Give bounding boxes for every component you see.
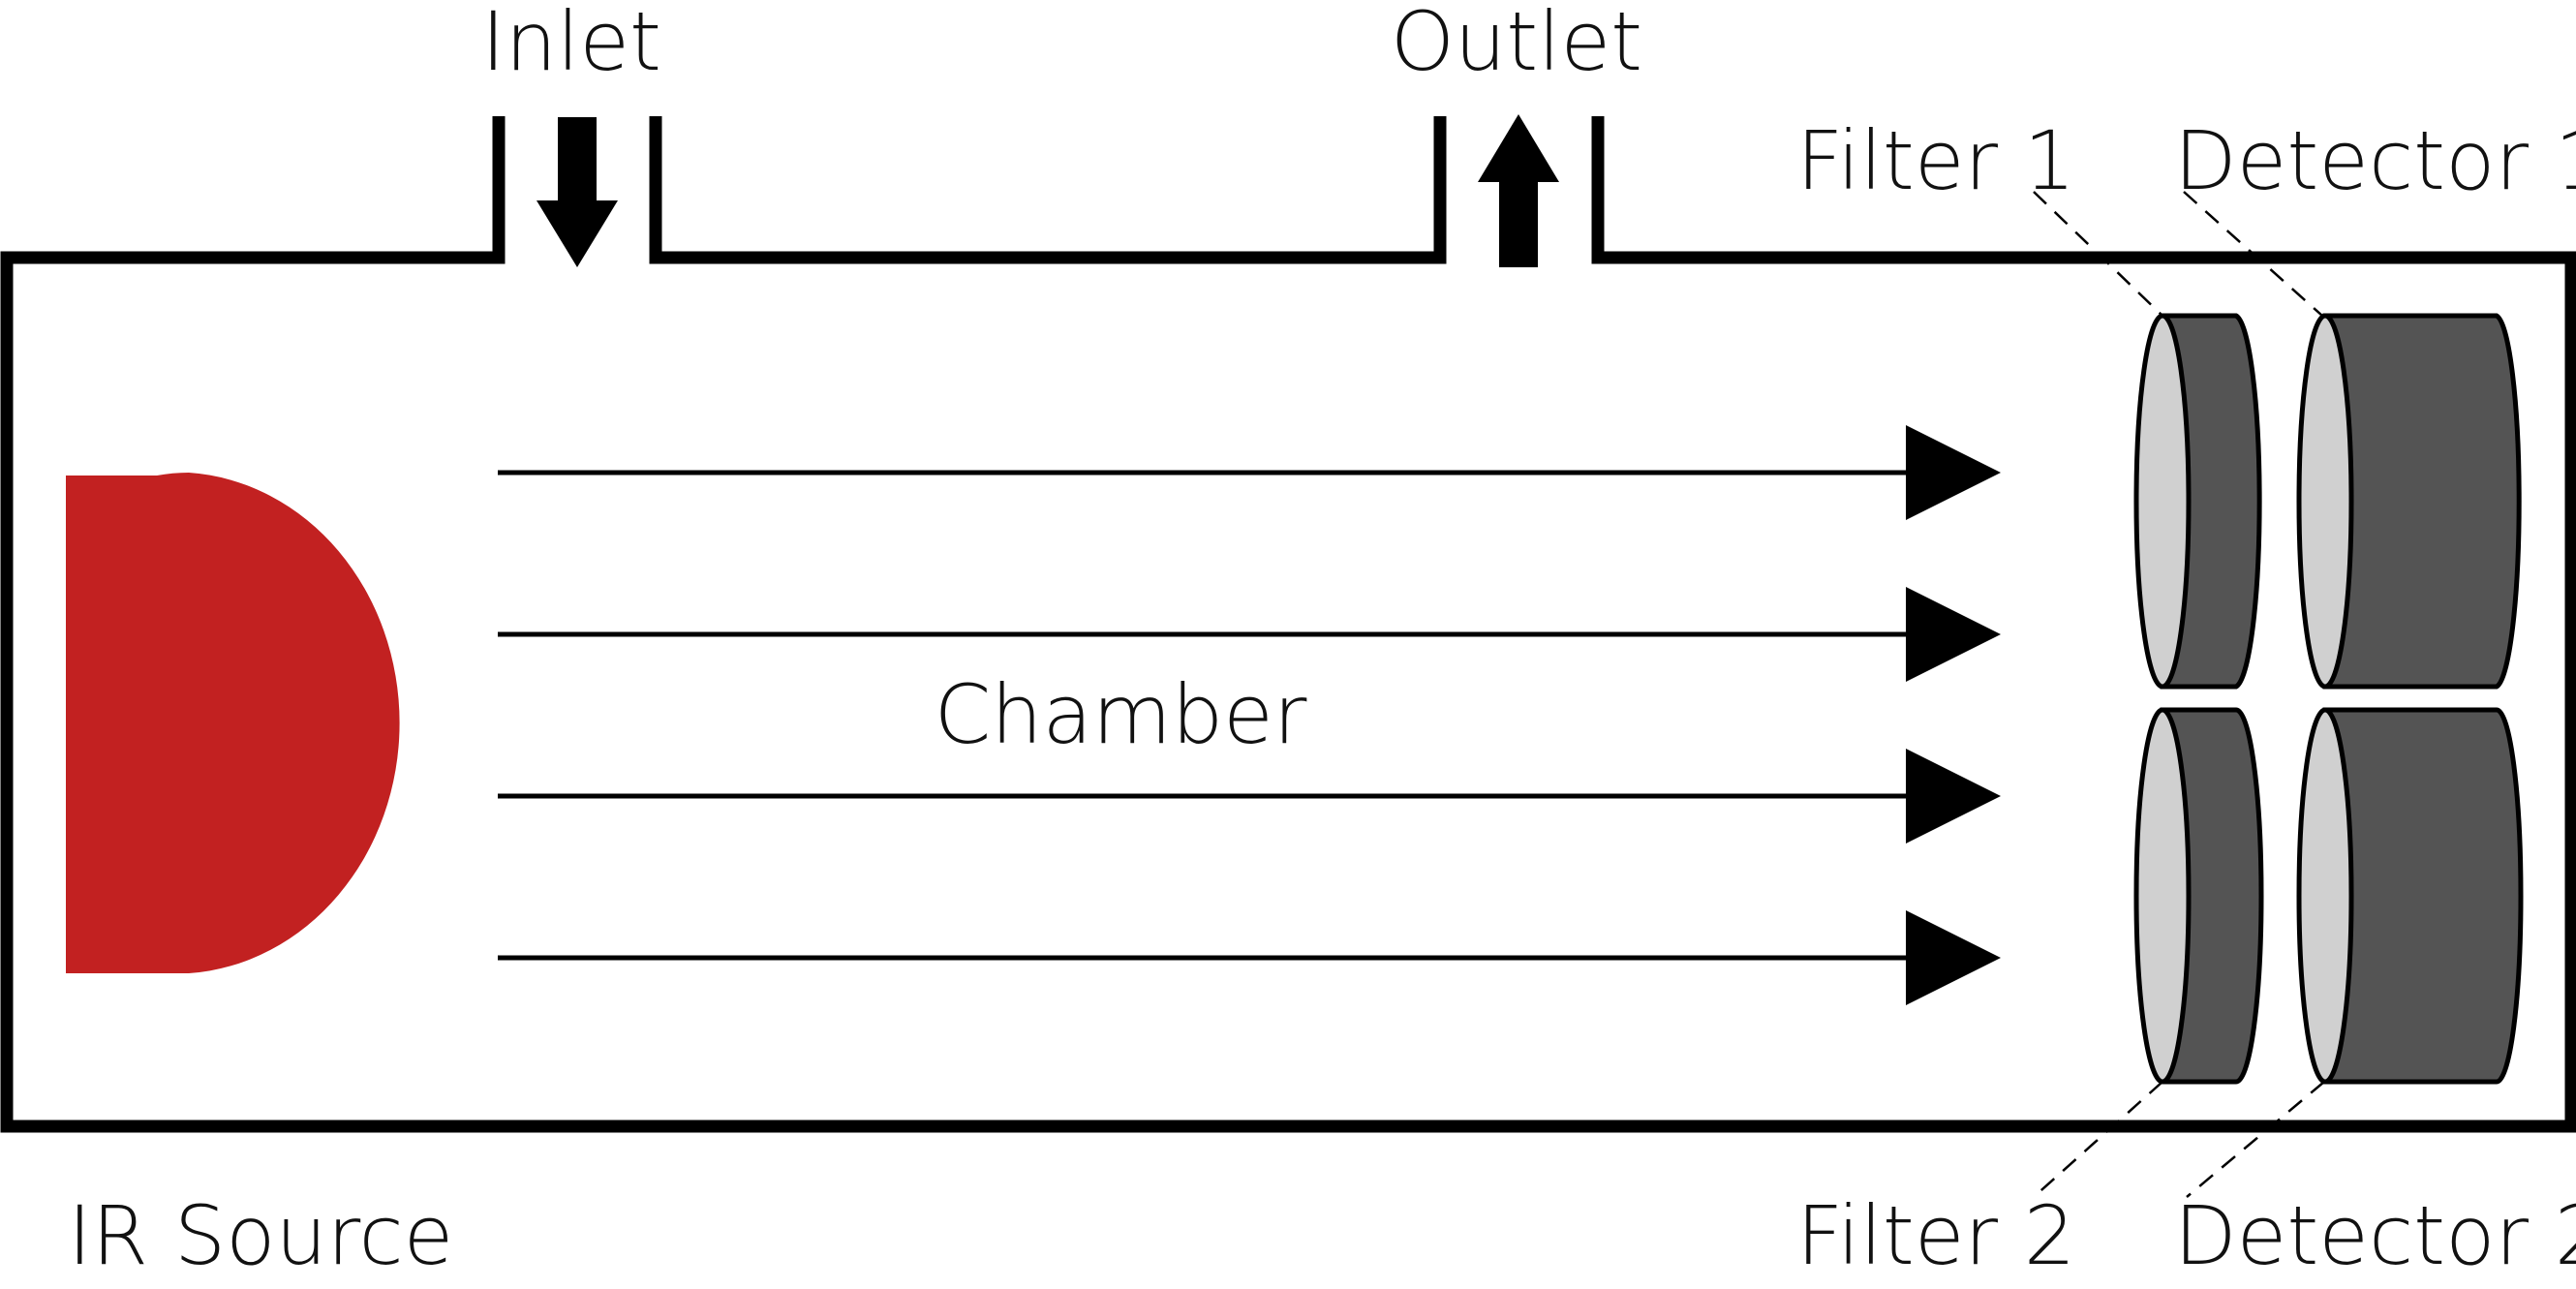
ir-beam	[498, 587, 2001, 682]
outlet-arrow-icon	[1478, 114, 1559, 267]
leader-line-detector-1	[2183, 191, 2323, 317]
filter-2-label: Filter 2	[1796, 1188, 2075, 1283]
ir-source-lamp	[66, 473, 400, 973]
leader-lines	[2033, 191, 2325, 1198]
inlet-label: Inlet	[481, 0, 661, 89]
detector-1	[2296, 313, 2522, 690]
chamber-label: Chamber	[935, 667, 1307, 762]
chamber-outline	[0, 116, 2576, 1133]
leader-line-filter-2	[2033, 1081, 2163, 1198]
detector-2-label: Detector 2	[2174, 1188, 2576, 1283]
ir-beam	[498, 749, 2001, 844]
filter-1-label: Filter 1	[1796, 113, 2075, 208]
detector-2	[2296, 707, 2524, 1085]
leader-line-detector-2	[2186, 1081, 2325, 1198]
ir-source-label: IR Source	[68, 1188, 453, 1283]
ir-beam	[498, 425, 2001, 520]
ir-beam	[498, 910, 2001, 1005]
ir-beams	[498, 425, 2001, 1005]
detector-1-label: Detector 1	[2174, 113, 2576, 208]
leader-line-filter-1	[2033, 191, 2163, 317]
inlet-arrow-icon	[537, 117, 618, 267]
filter-1	[2133, 313, 2262, 690]
filter-2	[2133, 707, 2264, 1085]
outlet-label: Outlet	[1391, 0, 1642, 89]
